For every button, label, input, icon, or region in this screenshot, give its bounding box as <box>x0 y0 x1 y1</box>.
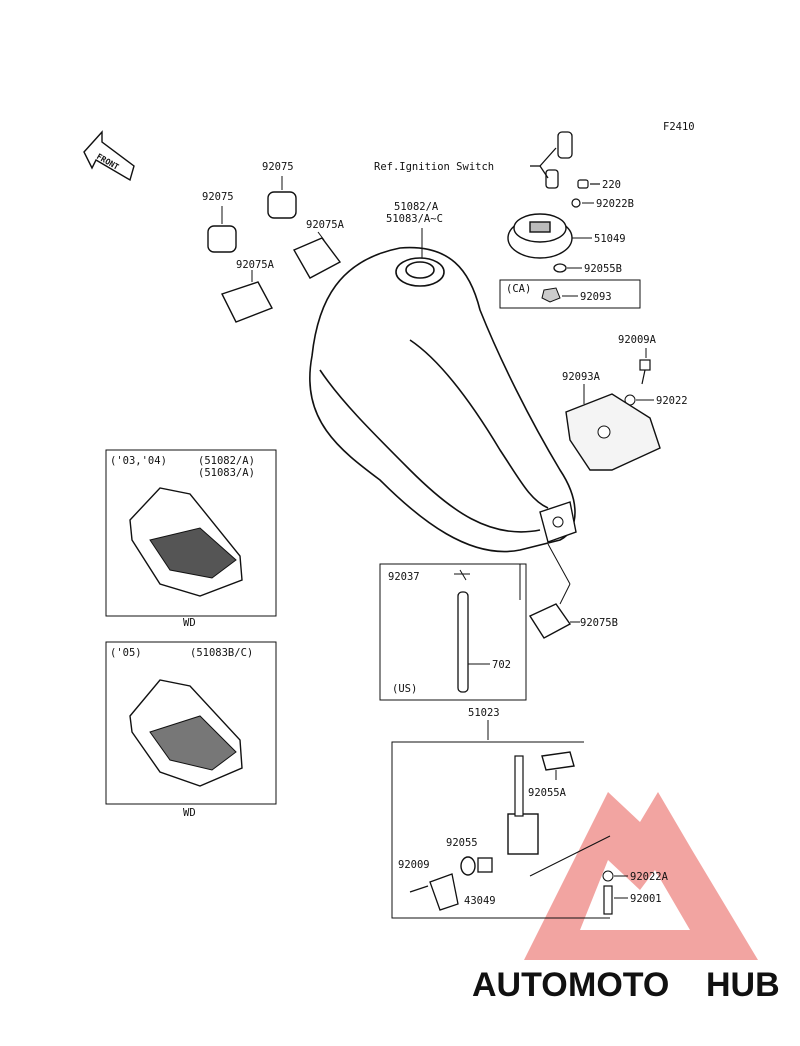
cushion-92075-left <box>207 225 237 253</box>
ca-label: (CA) <box>506 283 531 295</box>
label-92037: 92037 <box>388 571 420 583</box>
bracket-92093a <box>565 393 661 471</box>
inset-top-years: ('03,'04) <box>110 455 167 467</box>
cushion-92075b <box>528 603 572 639</box>
ca-box <box>499 279 641 309</box>
figure-code: F2410 <box>663 121 695 133</box>
front-arrow-icon: FRONT <box>83 130 135 182</box>
label-51023: 51023 <box>468 707 500 719</box>
clip-92037-icon <box>454 569 470 581</box>
bracket-92009 <box>429 873 459 911</box>
label-51082a: 51082/A <box>394 201 439 213</box>
part-220-screw <box>577 179 600 189</box>
label-92075-left: 92075 <box>202 191 234 203</box>
label-92009: 92009 <box>398 859 430 871</box>
label-92075-top: 92075 <box>262 161 294 173</box>
cushion-92075-top <box>267 191 297 219</box>
oring-92055 <box>460 856 476 876</box>
inset-bottom-caption: WD <box>183 807 196 819</box>
part-92055b-oring <box>553 263 567 273</box>
inset-top-box <box>105 449 277 617</box>
fuel-tank <box>309 246 576 553</box>
fuel-cock-body <box>507 813 539 855</box>
inset-top-parts-1: (51082/A) <box>198 455 255 467</box>
cushion-92075a-left <box>221 281 273 323</box>
label-92055a: 92055A <box>528 787 567 799</box>
fuel-cock-box <box>391 741 610 919</box>
label-92009a: 92009A <box>618 334 657 346</box>
inset-bottom-years: ('05) <box>110 647 142 659</box>
part-92022b-washer <box>571 198 581 208</box>
inset-top-tank <box>129 487 243 597</box>
gasket-92055a <box>541 751 575 771</box>
filter-43049 <box>477 857 493 873</box>
label-220: 220 <box>602 179 621 191</box>
part-92009a-bolt <box>639 359 651 385</box>
inset-bottom-parts: (51083B/C) <box>190 647 253 659</box>
watermark-hub: HUB <box>706 966 780 1004</box>
watermark-auto: AUTO <box>472 966 568 1004</box>
label-92055: 92055 <box>446 837 478 849</box>
us-label: (US) <box>392 683 417 695</box>
ignition-keys <box>530 131 573 189</box>
cushion-92075a-right <box>293 237 342 279</box>
inset-top-parts-2: (51083/A) <box>198 467 255 479</box>
bolt-92001 <box>603 885 613 915</box>
washer-92022a <box>602 870 614 882</box>
label-92075a-left: 92075A <box>236 259 275 271</box>
label-92075b: 92075B <box>580 617 618 629</box>
label-92022: 92022 <box>656 395 688 407</box>
inset-top-caption: WD <box>183 617 196 629</box>
label-43049: 43049 <box>464 895 496 907</box>
inset-bottom-tank <box>129 679 243 787</box>
label-92022a: 92022A <box>630 871 669 883</box>
label-92093a: 92093A <box>562 371 601 383</box>
label-51083ac: 51083/A~C <box>386 213 443 225</box>
label-92022b: 92022B <box>596 198 634 210</box>
label-702: 702 <box>492 659 511 671</box>
hose-702 <box>457 591 469 693</box>
ignition-switch-note: Ref.Ignition Switch <box>374 161 494 173</box>
inset-bottom-box <box>105 641 277 805</box>
label-92075a-right: 92075A <box>306 219 345 231</box>
label-92001: 92001 <box>630 893 662 905</box>
label-92055b: 92055B <box>584 263 622 275</box>
label-51049: 51049 <box>594 233 626 245</box>
label-92093: 92093 <box>580 291 612 303</box>
part-92093-nut <box>541 287 561 303</box>
fuel-cap-51049 <box>507 213 573 259</box>
watermark-moto: MOTO <box>568 966 669 1004</box>
